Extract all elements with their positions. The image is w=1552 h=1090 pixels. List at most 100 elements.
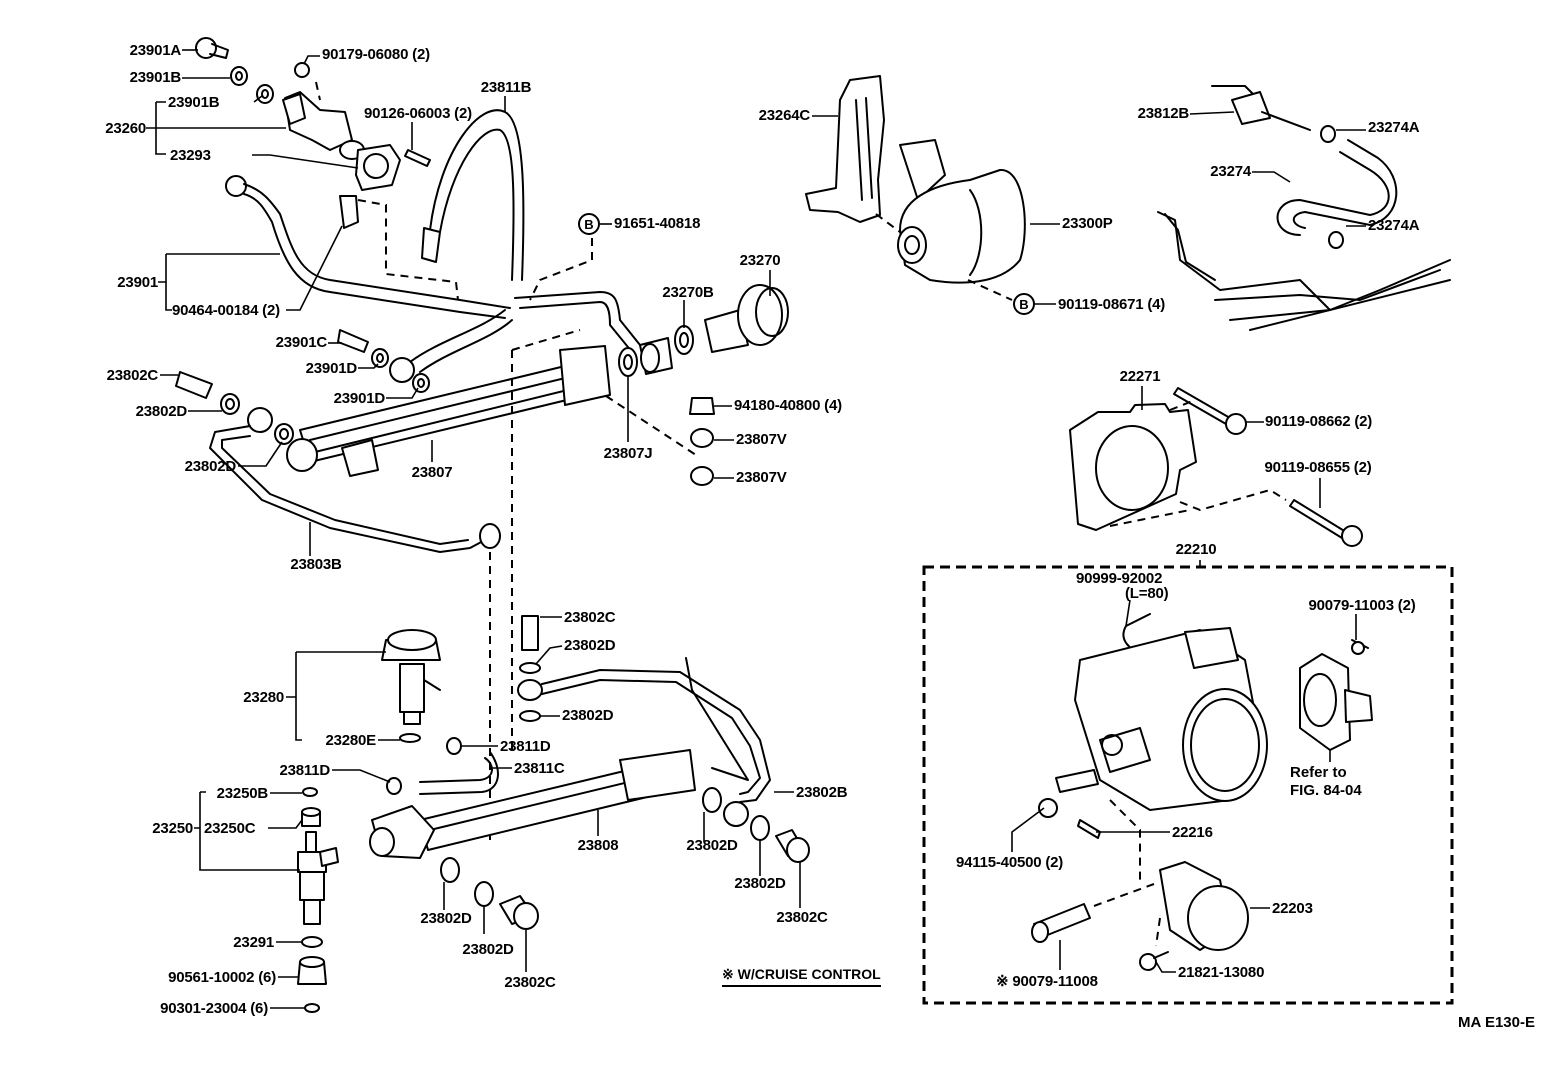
dashpot-22203 (1159, 861, 1249, 951)
cruise-actuator-23300P (897, 139, 1026, 284)
insulator-90561-10002 (297, 956, 327, 985)
cruise-control-footnote: ※ W/CRUISE CONTROL (722, 966, 881, 987)
union-bolt-23802C-2 (521, 615, 539, 651)
bolt-90119-08662 (1173, 387, 1247, 435)
part-label-23811B: 23811B (480, 79, 532, 96)
part-label-90179-06080: 90179-06080 (2) (322, 46, 430, 63)
bolt-90079-11008 (1031, 903, 1091, 943)
gasket-23270B (674, 325, 694, 355)
part-label-23901B-1: 23901B (129, 69, 182, 86)
gasket-23802D-3 (519, 662, 541, 674)
part-label-90999-92002: 90999-92002 (1076, 570, 1163, 587)
o-ring-23291 (301, 936, 323, 948)
part-label-90464-00184: 90464-00184 (2) (172, 302, 280, 319)
throttle-position-sensor (1299, 653, 1373, 751)
part-label-22216: 22216 (1172, 824, 1213, 841)
return-pipe (514, 291, 641, 353)
part-label-23264C: 23264C (758, 107, 811, 124)
part-label-23802D-1: 23802D (135, 403, 188, 420)
part-label-22203: 22203 (1272, 900, 1313, 917)
leader-lines (146, 49, 1366, 1009)
part-label-23270: 23270 (739, 252, 781, 269)
part-label-23807: 23807 (411, 464, 453, 481)
part-label-23807J: 23807J (603, 445, 653, 462)
part-label-94180-40800: 94180-40800 (4) (734, 397, 842, 414)
part-label-90126-06003: 90126-06003 (2) (364, 105, 472, 122)
part-label-90079-11003: 90079-11003 (2) (1308, 597, 1416, 614)
part-label-23250B: 23250B (216, 785, 269, 802)
collar-23807V-1 (690, 428, 714, 448)
gasket-23802D-6 (474, 881, 494, 907)
reference-note-line1: Refer to (1290, 764, 1347, 781)
o-ring-23280E (399, 733, 421, 743)
fuel-pipe-23901 (225, 175, 513, 373)
hose-23274 (1276, 139, 1398, 236)
part-label-23250: 23250 (152, 820, 193, 837)
engine-wiring-lines (1157, 211, 1451, 331)
vacuum-pipe-23812B (1211, 85, 1311, 131)
part-label-23802D-8: 23802D (734, 875, 786, 892)
gasket-23901B-1 (230, 66, 248, 86)
injector-23250 (297, 831, 339, 925)
part-label-23802B: 23802B (796, 784, 848, 801)
pipe-fitting-throttle (1055, 769, 1099, 793)
callout-b-91651: B (578, 213, 600, 235)
part-label-22271: 22271 (1119, 368, 1161, 385)
gasket-23802D-8 (750, 815, 770, 841)
part-label-91651-40818: 91651-40818 (614, 215, 701, 232)
hose-23811B (421, 109, 525, 281)
part-label-23274A-2: 23274A (1368, 217, 1420, 234)
screw-90079-11003 (1351, 639, 1369, 655)
fuel-pipe-23802B (541, 657, 771, 803)
part-label-23280: 23280 (243, 689, 284, 706)
collar-23807V-2 (690, 466, 714, 486)
part-label-23274A-1: 23274A (1368, 119, 1420, 136)
part-label-23808: 23808 (577, 837, 619, 854)
clamp-23811D-1 (446, 737, 462, 755)
delivery-pipe-23808 (369, 749, 696, 859)
part-label-90999-length: (L=80) (1125, 585, 1169, 602)
part-label-23802D-7: 23802D (686, 837, 738, 854)
o-ring-90301-23004 (304, 1003, 320, 1013)
gasket-22271 (1069, 403, 1197, 531)
injector-cushion-23250C (301, 807, 321, 827)
union-bolt-23802C-1 (175, 371, 213, 399)
part-label-23811C: 23811C (514, 760, 565, 777)
throttle-body-assembly-box (922, 565, 1454, 1005)
throttle-body-22210 (1074, 627, 1268, 811)
hose-23811C (419, 751, 499, 795)
gasket-23802D-4 (519, 710, 541, 722)
gasket-23802D-1 (220, 393, 240, 415)
part-label-23802D-3: 23802D (564, 637, 616, 654)
clamp-23274A-2 (1328, 231, 1344, 249)
stud-90126-06003 (404, 149, 431, 167)
bolt-90179-06080 (294, 62, 310, 78)
union-bolt-23802C-4 (775, 829, 810, 863)
part-label-23807V-2: 23807V (736, 469, 787, 486)
part-label-23802C-4: 23802C (776, 909, 828, 926)
pipe-eye-23901 (389, 357, 415, 383)
part-label-90301-23004: 90301-23004 (6) (160, 1000, 268, 1017)
part-label-23802D-2: 23802D (184, 458, 237, 475)
figure-code: MA E130-E (1458, 1014, 1535, 1031)
part-label-23811D-2: 23811D (279, 762, 330, 779)
part-label-23811D-1: 23811D (500, 738, 551, 755)
union-bolt-23802C-3 (499, 895, 539, 930)
injector-seal-23250B (302, 787, 318, 797)
part-label-23802D-5: 23802D (420, 910, 472, 927)
part-label-90119-08662: 90119-08662 (2) (1265, 413, 1373, 430)
pipe-eye-23803B (247, 407, 273, 433)
reference-note-line2: FIG. 84-04 (1290, 782, 1362, 799)
pipe-eye-23802B-2 (723, 801, 749, 827)
part-label-23802C-3: 23802C (504, 974, 556, 991)
gasket-23802D-7 (702, 787, 722, 813)
part-label-23807V-1: 23807V (736, 431, 787, 448)
callout-b-text: B (584, 217, 593, 232)
union-bolt-23901C (337, 329, 369, 353)
part-label-23293: 23293 (170, 147, 211, 164)
part-label-23250C: 23250C (204, 820, 256, 837)
callout-b-text-2: B (1019, 297, 1028, 312)
part-label-23812B: 23812B (1137, 105, 1190, 122)
gasket-23802D-5 (440, 857, 460, 883)
gasket-23293 (355, 144, 401, 191)
